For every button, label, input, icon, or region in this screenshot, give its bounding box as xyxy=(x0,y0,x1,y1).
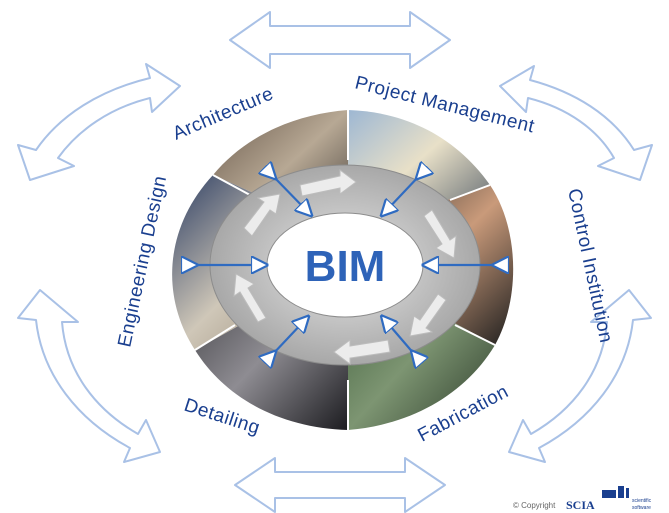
top-left-arrow xyxy=(17,63,181,181)
logo-text: SCIA xyxy=(566,498,595,512)
logo-icon xyxy=(602,486,629,498)
top-right-arrow xyxy=(499,65,653,181)
bottom-left-arrow xyxy=(17,289,161,463)
arrow-project-management xyxy=(385,175,420,212)
inner-connector-arrows xyxy=(192,175,498,355)
outer-arrows xyxy=(17,11,653,513)
label-control-institution: Control Institution xyxy=(563,187,616,345)
logo-tagline-2: software xyxy=(632,505,651,511)
copyright-text: © Copyright xyxy=(513,501,556,510)
bim-label: BIM xyxy=(305,242,386,291)
bottom-right-arrow xyxy=(508,289,652,463)
label-architecture: Architecture xyxy=(170,83,277,144)
footer: © Copyright SCIA scientific software xyxy=(513,486,652,512)
top-double-arrow xyxy=(229,11,451,69)
arrow-fabrication xyxy=(385,320,415,355)
bottom-double-arrow xyxy=(234,457,446,513)
logo-tagline-1: scientific xyxy=(632,498,652,504)
arrow-architecture xyxy=(272,175,308,212)
arrow-detailing xyxy=(272,320,305,355)
label-engineering-design: Engineering Design xyxy=(114,174,171,349)
